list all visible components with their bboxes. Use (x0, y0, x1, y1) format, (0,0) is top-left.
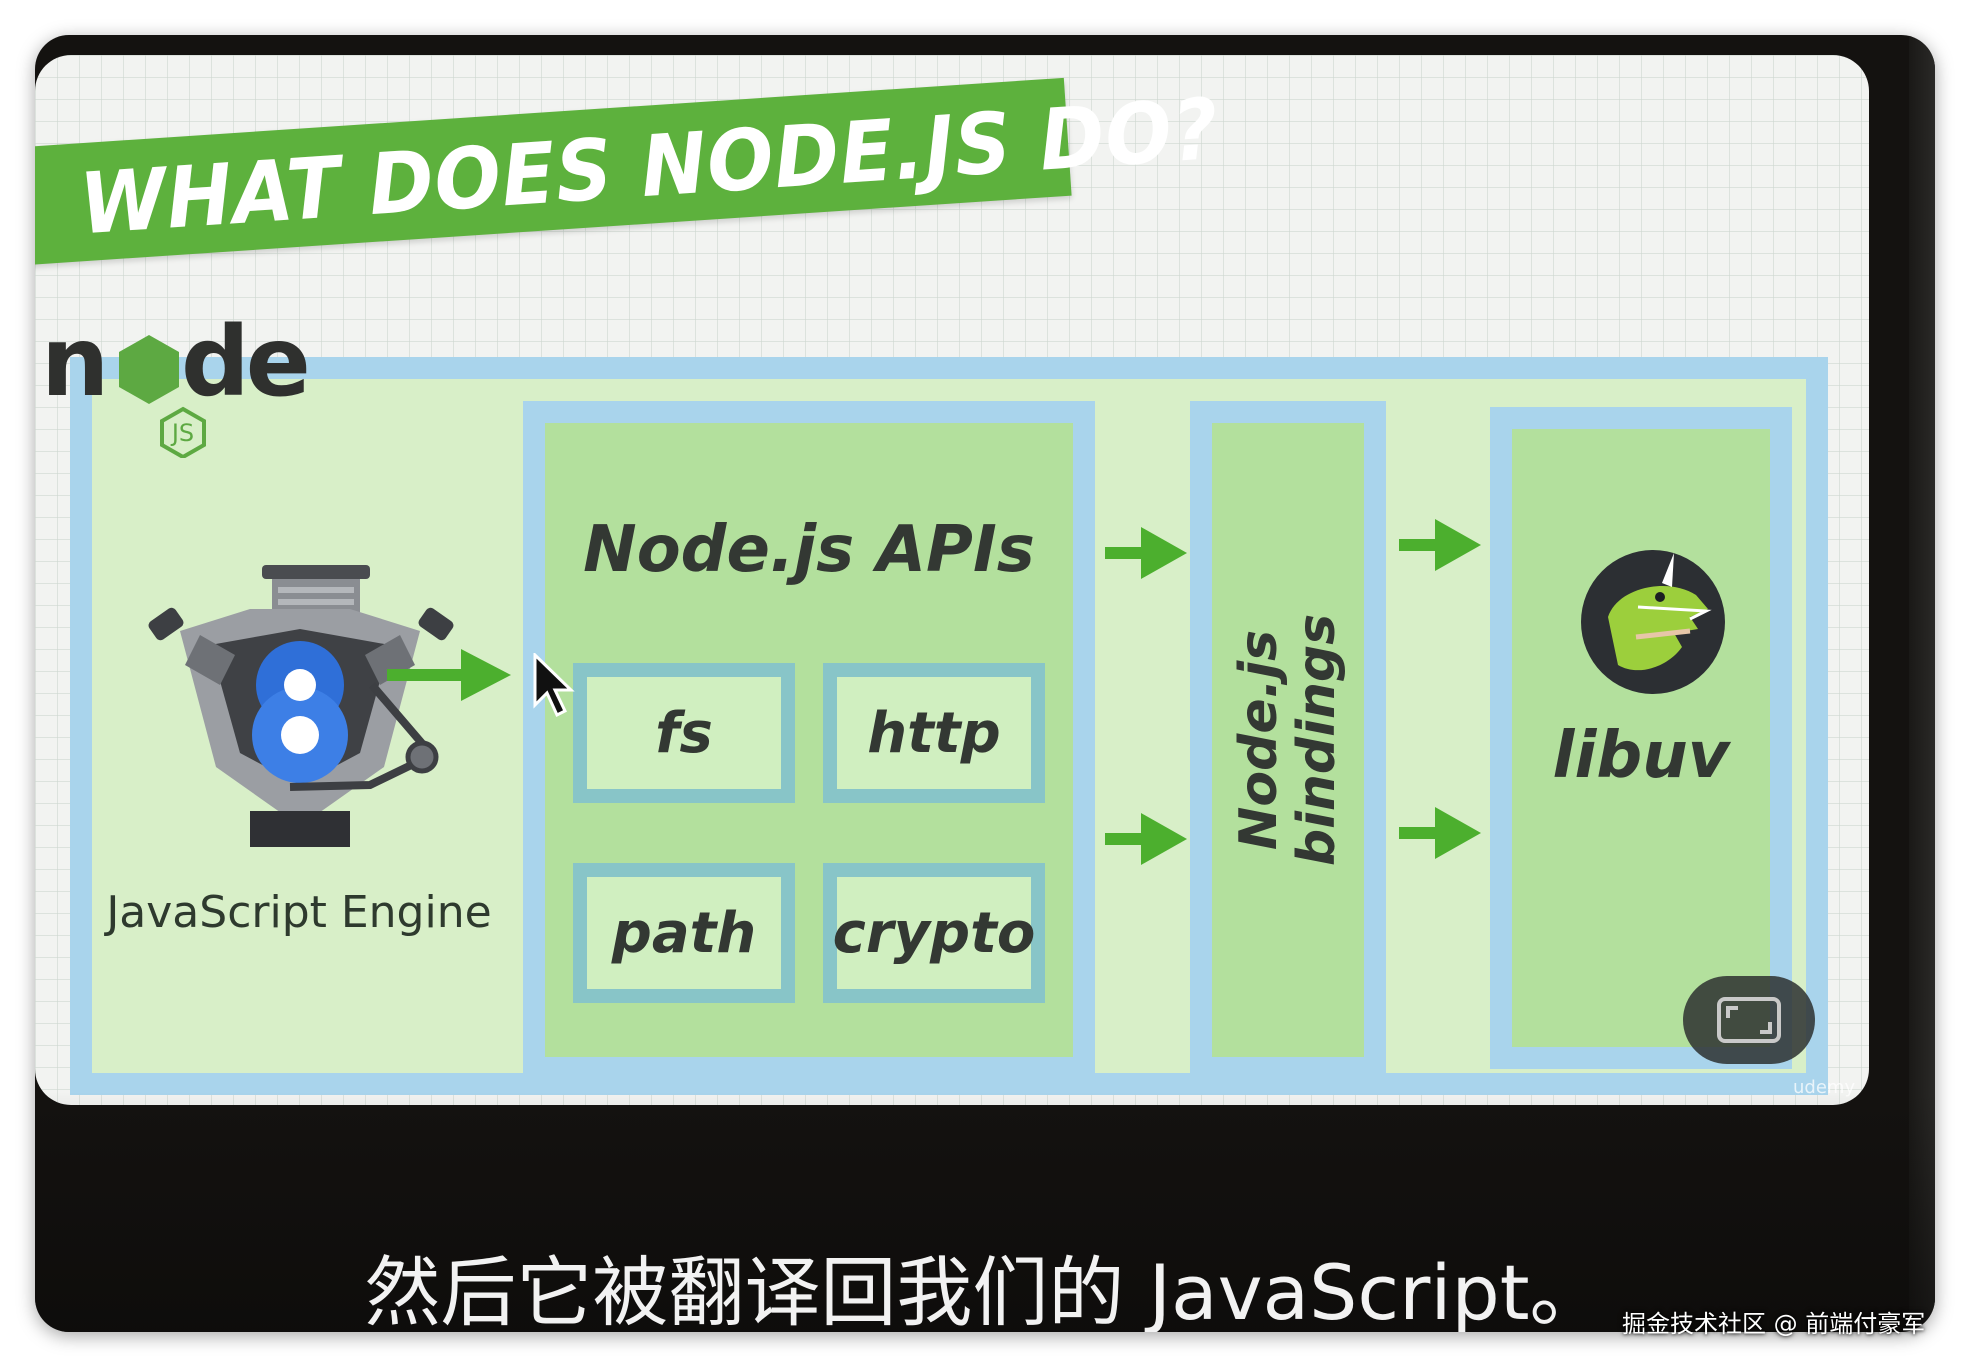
nodejs-apis-box: Node.js APIs fs http path crypto (523, 401, 1095, 1079)
v8-engine-icon (148, 565, 454, 847)
module-path: path (573, 863, 795, 1003)
apis-title: Node.js APIs (583, 513, 1035, 587)
libuv-dinosaur-logo-icon (1581, 550, 1725, 694)
video-player[interactable]: WHAT DOES NODE.JS DO? n de JS (35, 35, 1935, 1332)
mouse-cursor-icon (533, 653, 575, 718)
bindings-line-2: bindings (1287, 613, 1347, 867)
libuv-label: libuv (1552, 719, 1730, 793)
bindings-label: Node.js bindings (1229, 440, 1347, 1040)
udemy-watermark: udemy (1793, 1077, 1856, 1098)
svg-text:de: de (181, 313, 307, 418)
player-edge (1909, 35, 1935, 1332)
module-fs: fs (573, 663, 795, 803)
arrow-right-icon (1399, 519, 1481, 571)
module-crypto: crypto (823, 863, 1045, 1003)
svg-text:n: n (41, 313, 105, 418)
fullscreen-button[interactable] (1683, 976, 1815, 1064)
module-http: http (823, 663, 1045, 803)
title-banner: WHAT DOES NODE.JS DO? (35, 77, 1222, 265)
arrow-right-icon (387, 649, 511, 701)
slide-title: WHAT DOES NODE.JS DO? (76, 81, 1222, 254)
site-watermark: 掘金技术社区 @ 前端付豪军 (1622, 1310, 1926, 1338)
engine-label: JavaScript Engine (106, 887, 492, 938)
arrow-right-icon (1399, 807, 1481, 859)
js-badge-text: JS (170, 419, 194, 447)
fullscreen-icon (1717, 997, 1781, 1043)
bindings-line-1: Node.js (1229, 629, 1289, 851)
arrow-right-icon (1105, 813, 1187, 865)
nodejs-logo-icon: n de JS (41, 313, 311, 458)
arrow-right-icon (1105, 527, 1187, 579)
video-frame: WHAT DOES NODE.JS DO? n de JS (35, 55, 1869, 1105)
libuv-box: libuv (1490, 407, 1792, 1069)
nodejs-bindings-box: Node.js bindings (1190, 401, 1386, 1079)
video-subtitle: 然后它被翻译回我们的 JavaScript。 (364, 1248, 1606, 1332)
